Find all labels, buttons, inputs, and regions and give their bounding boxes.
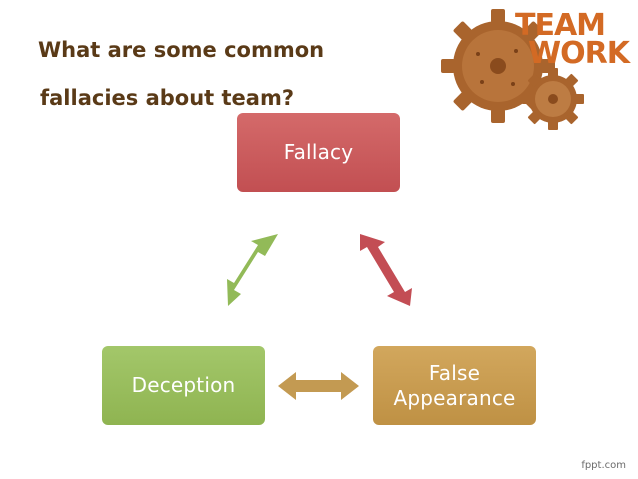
node-fallacy: Fallacy: [237, 113, 400, 192]
node-fallacy-label: Fallacy: [283, 140, 354, 164]
arrow-deception-false-appearance: [278, 372, 359, 400]
node-deception: Deception: [102, 346, 265, 425]
node-false-appearance: False Appearance: [373, 346, 536, 425]
teamwork-logo: [440, 4, 636, 138]
gears-icon: [441, 9, 584, 130]
arrow-fallacy-deception: [227, 234, 278, 306]
slide-title-line-2: fallacies about team?: [40, 86, 295, 110]
logo-text-team: TEAM: [515, 8, 606, 43]
slide-title-line-1: What are some common: [38, 38, 325, 62]
footer-brand: fppt.com: [581, 460, 626, 471]
node-deception-label: Deception: [131, 373, 236, 397]
logo-text-work: WORK: [528, 36, 630, 71]
arrow-fallacy-false-appearance: [360, 234, 412, 306]
node-false-appearance-label-line-1: False: [428, 360, 481, 385]
node-false-appearance-label-line-2: Appearance: [393, 385, 516, 410]
